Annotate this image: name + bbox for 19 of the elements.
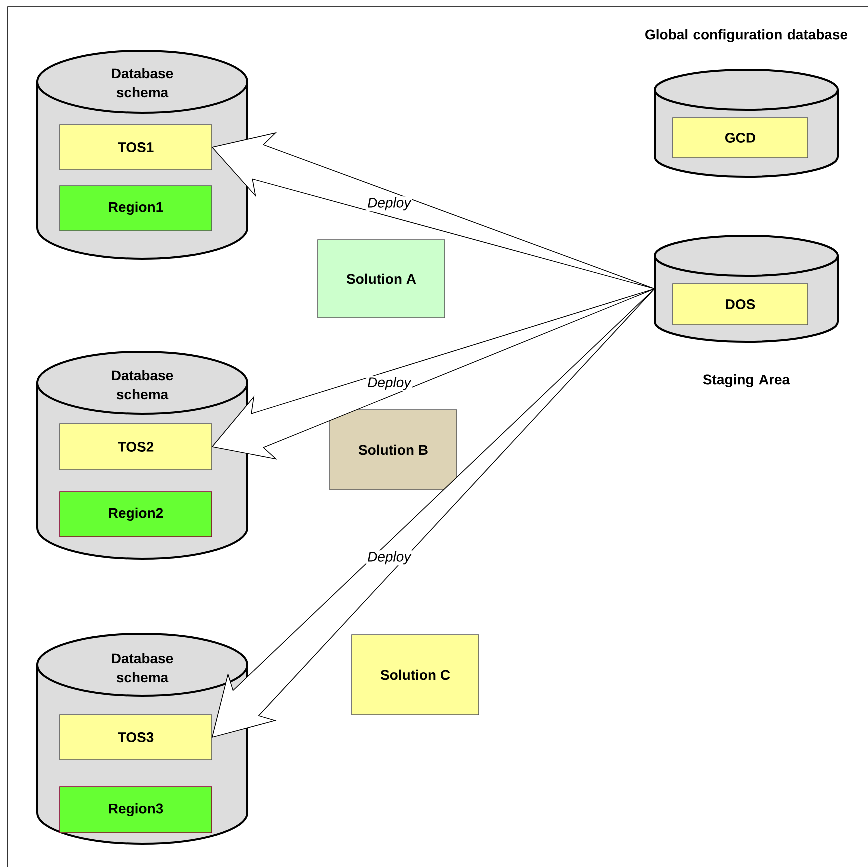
record-box: TOS3 [60,714,212,760]
solution-box: Solution A [318,240,446,318]
node-label: Staging Area [703,374,790,388]
record-box: TOS1 [60,124,212,170]
deploy-arrow [212,288,656,460]
node-label: Global configuration database [646,29,848,43]
record-box: Region3 [60,786,212,834]
edge-label: Deploy [366,550,412,566]
deploy-arrow [212,288,656,738]
solution-box: Solution B [330,410,458,490]
deploy-arrow [212,132,656,290]
edge-label: Deploy [366,376,412,392]
record-box: GCD [672,118,808,158]
record-box: TOS2 [60,424,212,470]
record-box: Region2 [60,492,212,538]
record-box: Region1 [60,186,212,232]
solution-box: Solution C [352,634,480,716]
edge-label: Deploy [366,196,412,212]
record-box: DOS [672,284,808,326]
